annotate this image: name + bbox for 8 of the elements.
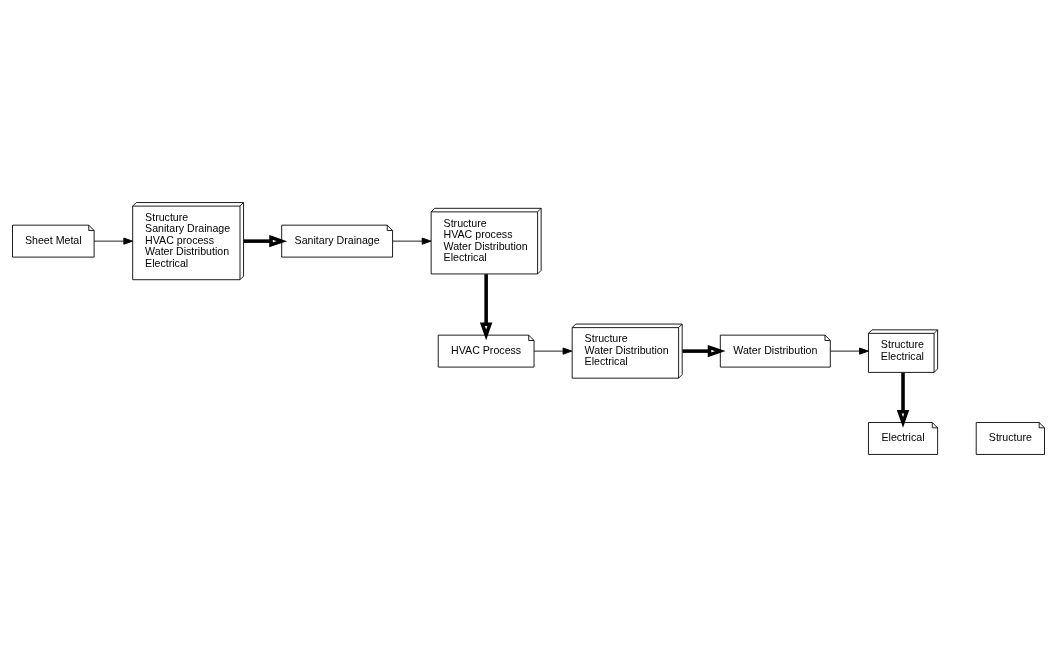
arrow (479, 273, 493, 340)
arrow (243, 234, 288, 247)
arrow (533, 347, 573, 355)
arrow (93, 237, 134, 245)
arrow (830, 347, 869, 355)
arrow (896, 372, 910, 428)
arrow (392, 237, 432, 245)
arrow (682, 344, 726, 357)
